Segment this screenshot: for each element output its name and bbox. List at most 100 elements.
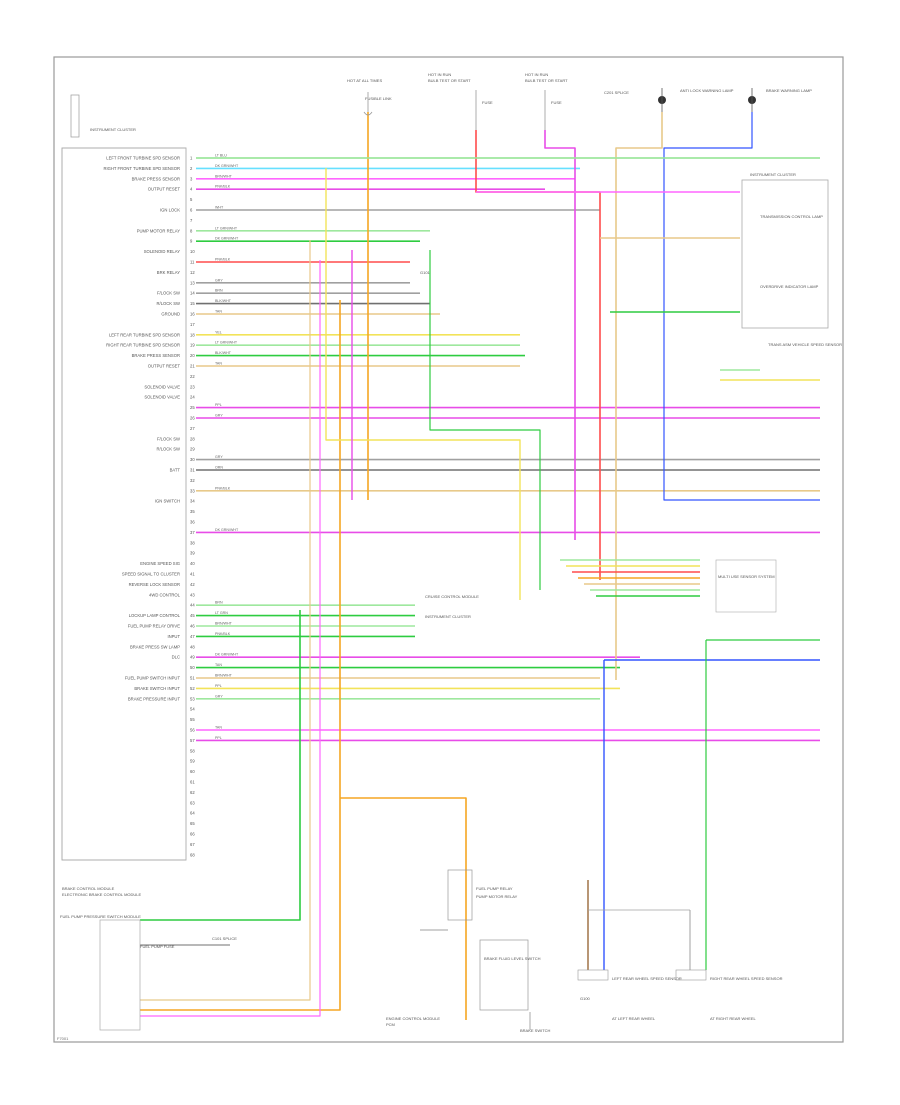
wire-label: LT GRN/WHT: [215, 341, 238, 345]
pin-number: 61: [190, 780, 195, 785]
pin-numbers: 1234567891011121314151617181920212223242…: [190, 156, 195, 858]
pin-number: 4: [190, 187, 193, 192]
wire-pink-down: [140, 260, 321, 1017]
pin-number: 65: [190, 821, 195, 826]
od-lamp-label: OVERDRIVE INDICATOR LAMP: [760, 284, 819, 289]
pin-number: 21: [190, 364, 195, 369]
pin-number: 53: [190, 696, 195, 701]
pin-number: 27: [190, 426, 195, 431]
pin-label: BRK RELAY: [157, 270, 180, 275]
wire-green-down: [140, 610, 301, 921]
engine-module-label: ENGINE CONTROL MODULE: [386, 1016, 440, 1021]
pin-number: 58: [190, 748, 195, 753]
control-module-box: [61, 147, 187, 861]
instrument-cluster-box: [741, 179, 829, 329]
pin-number: 50: [190, 665, 195, 670]
instrument-cluster-label: INSTRUMENT CLUSTER: [750, 172, 796, 177]
pin-label: BATT: [170, 468, 181, 473]
wire-label: BLK/WHT: [215, 299, 232, 303]
wire-label: BRN: [215, 289, 223, 293]
pin-number: 51: [190, 676, 195, 681]
left-sensor-label: LEFT REAR WHEEL SPEED SENSOR: [612, 976, 682, 981]
pin-number: 39: [190, 551, 195, 556]
wire-label: PPL: [215, 684, 222, 688]
vss-label: TRANS ASM VEHICLE SPEED SENSOR: [768, 342, 842, 347]
relay-sublabel: PUMP MOTOR RELAY: [476, 894, 518, 899]
pin-number: 5: [190, 197, 193, 202]
right-sensor-sublabel: AT RIGHT REAR WHEEL: [710, 1016, 757, 1021]
pin-number: 48: [190, 644, 195, 649]
pin-number: 6: [190, 208, 193, 213]
wire-label: DK GRN/WHT: [215, 164, 239, 168]
pin-number: 42: [190, 582, 195, 587]
wire-orange-relay: [340, 797, 467, 1020]
fuse2-ref: FUSE: [482, 100, 493, 105]
lamp1-label: ANTI LOCK WARNING LAMP: [680, 88, 734, 93]
wire-label: BRN/WHT: [215, 174, 233, 178]
pin-label: LEFT FRONT TURBINE SPD SENSOR: [106, 156, 180, 161]
relay-box: [447, 869, 473, 921]
pin-label: R/LOCK SW: [157, 447, 181, 452]
multi-use-box: [715, 559, 777, 613]
pin-label: DLC: [172, 655, 180, 660]
wire-label: PPL: [215, 403, 222, 407]
wire-yellow-link: [325, 168, 521, 600]
pin-number: 44: [190, 603, 195, 608]
pin-label: BRAKE PRESS SENSOR: [132, 176, 180, 181]
pin-label: RIGHT REAR TURBINE SPD SENSOR: [106, 343, 180, 348]
pin-label: FUEL PUMP SWITCH INPUT: [125, 676, 181, 681]
pin-number: 14: [190, 291, 195, 296]
wire-label: BRN/WHT: [215, 622, 233, 626]
wire-green-link: [429, 250, 541, 590]
fuse3-label: HOT IN RUN: [525, 72, 548, 77]
pin-label: R/LOCK SW: [157, 301, 181, 306]
wire-orange-down: [140, 300, 341, 1011]
pin-label: IGN LOCK: [160, 208, 180, 213]
pin-label: F/LOCK SW: [157, 291, 180, 296]
wire-label: YEL: [215, 330, 222, 334]
fuse2-sublabel: BULB TEST OR START: [428, 78, 471, 83]
top-left-connector: [70, 94, 80, 138]
wire-label: TAN: [215, 726, 222, 730]
pin-number: 20: [190, 353, 195, 358]
pin-number: 64: [190, 811, 195, 816]
pin-number: 18: [190, 332, 195, 337]
fuse3-ref: FUSE: [551, 100, 562, 105]
brake-ground-label: BRAKE SWITCH: [520, 1028, 551, 1033]
pin-number: 2: [190, 166, 193, 171]
pin-label: LOCKUP LAMP CONTROL: [129, 613, 181, 618]
top-left-connector-label: INSTRUMENT CLUSTER: [90, 127, 136, 132]
pin-number: 60: [190, 769, 195, 774]
instr-label: INSTRUMENT CLUSTER: [425, 614, 471, 619]
pin-number: 54: [190, 707, 195, 712]
pin-number: 41: [190, 572, 195, 577]
pin-label: SOLENOID VALVE: [144, 395, 180, 400]
wire-label: DK GRN/WHT: [215, 653, 239, 657]
pin-number: 59: [190, 759, 195, 764]
pin-label: BRAKE PRESS SENSOR: [132, 353, 180, 358]
pin-number: 12: [190, 270, 195, 275]
wire-label: DK GRN/WHT: [215, 528, 239, 532]
pin-label: INPUT: [167, 634, 180, 639]
wire-label: BRN: [215, 601, 223, 605]
fuse2-label: HOT IN RUN: [428, 72, 451, 77]
right-sensor-connector: [675, 969, 707, 981]
figure-code: F7001: [57, 1036, 69, 1041]
brake-switch-label: BRAKE FLUID LEVEL SWITCH: [484, 956, 541, 961]
wire-label: TAN: [215, 310, 222, 314]
pin-number: 52: [190, 686, 195, 691]
splice-bottom-label: C101 SPLICE: [212, 936, 237, 941]
pin-number: 56: [190, 728, 195, 733]
pin-number: 10: [190, 249, 195, 254]
fuse1-sublabel: FUSIBLE LINK: [365, 96, 392, 101]
wire-label: DK GRN/WHT: [215, 237, 239, 241]
pin-number: 38: [190, 540, 195, 545]
wire-label: BLK/WHT: [215, 351, 232, 355]
brake-switch-box: [479, 939, 529, 1011]
lamp2-label: BRAKE WARNING LAMP: [766, 88, 812, 93]
pin-number: 36: [190, 520, 195, 525]
